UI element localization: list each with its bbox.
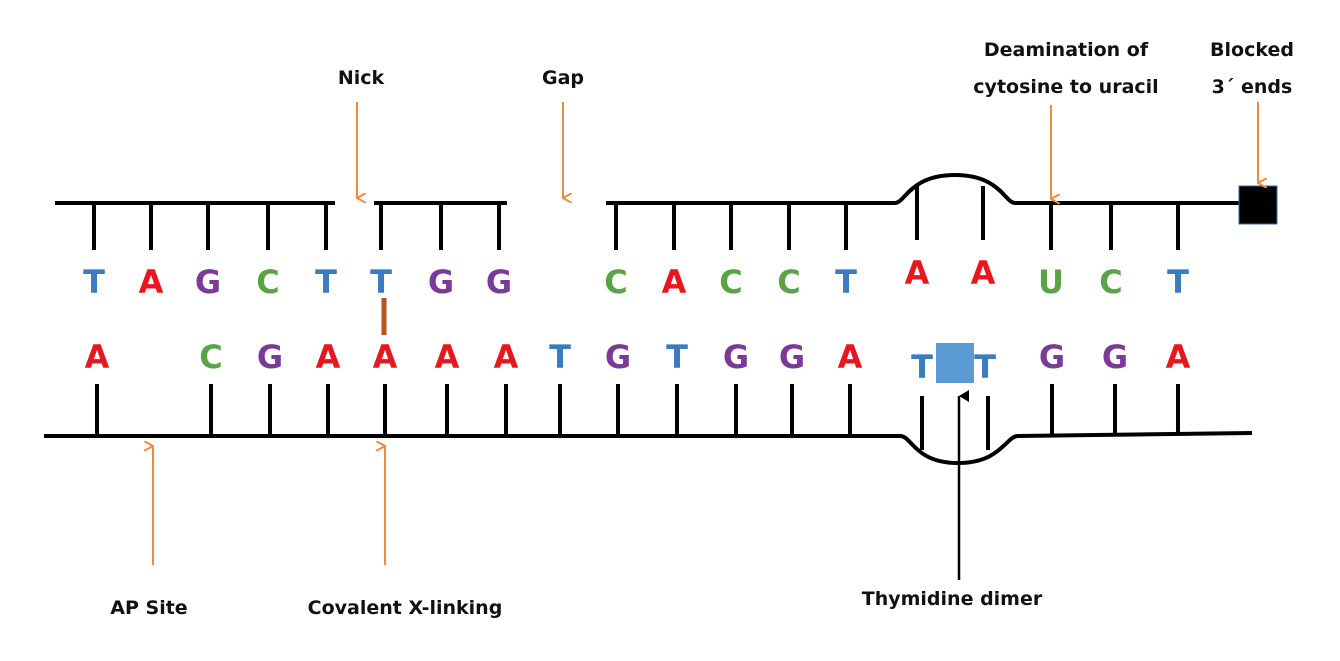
bottom-base: G	[257, 338, 283, 376]
annotation-arrows	[153, 102, 1258, 565]
labels: Nick Gap Deamination of cytosine to urac…	[110, 39, 1294, 619]
bottom-base: T	[549, 338, 571, 376]
bottom-base: A	[85, 338, 110, 376]
thymidine-dimer-label: Thymidine dimer	[862, 588, 1043, 610]
top-base: C	[1099, 263, 1122, 301]
top-base: C	[719, 263, 742, 301]
top-base: U	[1038, 263, 1064, 301]
bottom-base: T	[911, 348, 933, 386]
bottom-base: G	[1102, 338, 1128, 376]
top-base: G	[428, 263, 454, 301]
bottom-base: G	[605, 338, 631, 376]
top-rungs	[92, 186, 1180, 250]
bottom-base: T	[666, 338, 688, 376]
bottom-base: A	[494, 338, 519, 376]
top-base: T	[370, 263, 392, 301]
top-base: T	[315, 263, 337, 301]
ap-site-label: AP Site	[110, 597, 187, 619]
top-base: A	[905, 254, 930, 292]
top-backbone	[55, 172, 1245, 205]
top-base: C	[777, 263, 800, 301]
top-base: A	[662, 263, 687, 301]
top-base: T	[835, 263, 857, 301]
bottom-base: G	[779, 338, 805, 376]
deamination-label-line2: cytosine to uracil	[973, 76, 1158, 98]
bottom-base: T	[974, 348, 996, 386]
blocked-ends-label-line1: Blocked	[1210, 39, 1294, 61]
top-base: G	[195, 263, 221, 301]
top-base: A	[139, 263, 164, 301]
bottom-base: A	[1166, 338, 1191, 376]
top-base: T	[1167, 263, 1189, 301]
top-base: A	[971, 254, 996, 292]
nick-label: Nick	[338, 67, 385, 89]
thymidine-dimer-square	[936, 343, 974, 383]
bottom-bases: A C G A A A A T G T G G A T T G G A	[85, 338, 1191, 386]
bottom-base: A	[838, 338, 863, 376]
bottom-backbone	[44, 431, 1253, 466]
gap-label: Gap	[542, 67, 584, 89]
blocked-ends-label-line2: 3´ ends	[1212, 76, 1293, 98]
blocked-end-square	[1238, 185, 1278, 225]
top-base: T	[83, 263, 105, 301]
top-base: C	[604, 263, 627, 301]
bottom-base: A	[316, 338, 341, 376]
crosslink-label: Covalent X-linking	[308, 597, 503, 619]
bottom-base: C	[199, 338, 222, 376]
bottom-rungs	[95, 384, 1180, 450]
bottom-base: A	[435, 338, 460, 376]
top-bases: T A G C T T G G C A C C T A A U C T	[83, 254, 1189, 301]
top-base: G	[486, 263, 512, 301]
bottom-base: A	[373, 338, 398, 376]
top-base: C	[256, 263, 279, 301]
top-backbone-segment-3	[606, 172, 1245, 205]
bottom-base: G	[1039, 338, 1065, 376]
deamination-label-line1: Deamination of	[984, 39, 1149, 61]
bottom-base: G	[723, 338, 749, 376]
